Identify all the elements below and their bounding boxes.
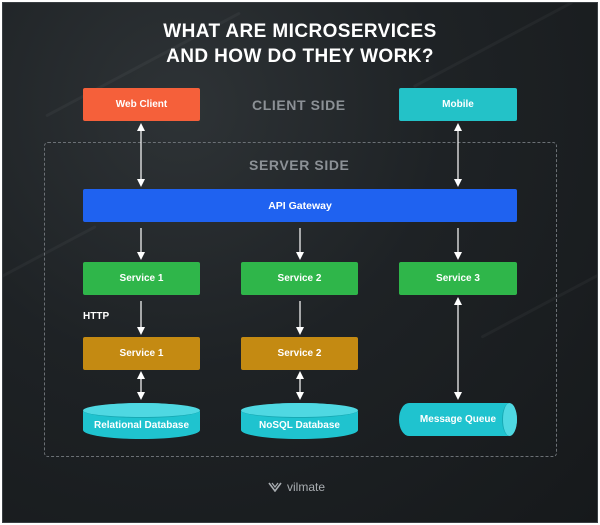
brand-name: vilmate [287, 480, 326, 494]
relational-database-node: Relational Database [83, 403, 200, 439]
nosql-database-label: NoSQL Database [259, 419, 340, 431]
server-side-label: SERVER SIDE [249, 157, 350, 173]
http-label: HTTP [83, 311, 110, 322]
message-queue-node: Message Queue [399, 403, 517, 436]
api-gateway-node: API Gateway [83, 189, 517, 222]
web-client-node: Web Client [83, 88, 200, 121]
server-side-boundary [44, 142, 557, 457]
service-3-node: Service 3 [399, 262, 517, 295]
nosql-database-node: NoSQL Database [241, 403, 358, 439]
mobile-node: Mobile [399, 88, 517, 121]
brand-logo: vilmate [268, 480, 325, 494]
vilmate-logo-icon [268, 482, 282, 492]
client-side-label: CLIENT SIDE [252, 97, 346, 113]
title-line-2: AND HOW DO THEY WORK? [166, 46, 434, 67]
title-line-1: WHAT ARE MICROSERVICES [163, 21, 437, 42]
service-2-lower-node: Service 2 [241, 337, 358, 370]
service-1-node: Service 1 [83, 262, 200, 295]
service-2-node: Service 2 [241, 262, 358, 295]
relational-database-label: Relational Database [93, 419, 190, 431]
service-1-lower-node: Service 1 [83, 337, 200, 370]
